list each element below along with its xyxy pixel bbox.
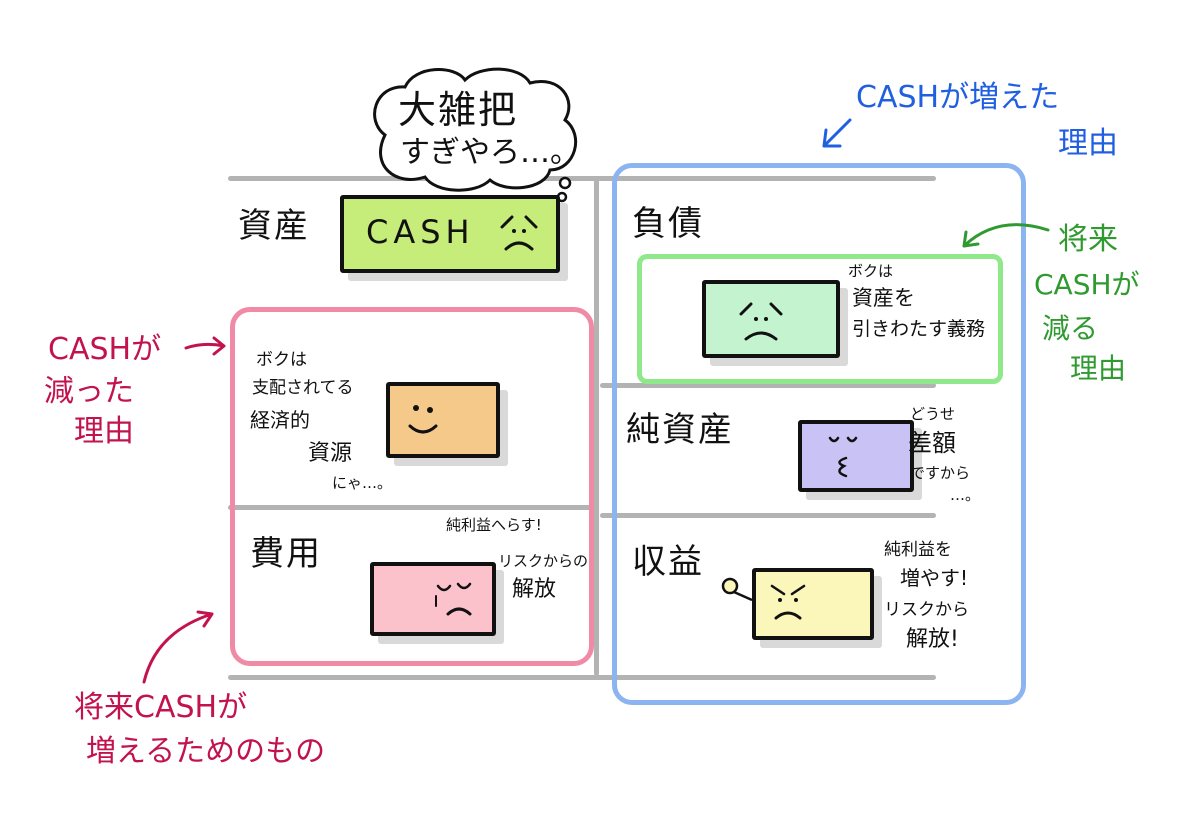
arrow-icon: [962, 223, 1050, 248]
expenses-note-top: 純利益へらす!: [446, 516, 542, 534]
arrow-icon: [142, 610, 214, 684]
resource-note-4: 資源: [308, 441, 353, 466]
cash-decreased-2: 減った: [44, 374, 134, 409]
grid-line-center: [594, 176, 599, 676]
grid-line-bottom: [228, 675, 936, 680]
arrow-icon: [184, 336, 226, 356]
sad-face-icon: [435, 582, 472, 616]
credit-side-frame: [612, 163, 1026, 705]
future-cash-decrease-2: CASHが: [1034, 268, 1140, 301]
determined-face-icon: [770, 584, 806, 620]
assets-label: 資産: [238, 206, 310, 246]
liability-note-1: ボクは: [848, 262, 894, 280]
grid-line-right-mid1: [600, 383, 936, 388]
future-cash-decrease-4: 理由: [1070, 352, 1127, 385]
revenue-label: 収益: [632, 542, 704, 582]
thought-bubble-line2: すぎやろ…。: [400, 135, 580, 170]
fist-icon: [721, 577, 753, 602]
net-assets-label: 純資産: [626, 410, 734, 450]
net-assets-note-2: 差額: [908, 429, 956, 457]
net-assets-note-1: どうせ: [910, 405, 956, 423]
future-cash-increase-1: 将来CASHが: [74, 690, 248, 725]
worried-face-icon: [500, 215, 538, 251]
resource-note-1: ボクは: [256, 350, 307, 370]
revenue-note-2: 増やす!: [900, 566, 969, 590]
cash-decreased-3: 理由: [74, 414, 134, 449]
cash-decreased-1: CASHが: [48, 332, 162, 367]
debit-future-frame: [230, 307, 594, 666]
liability-note-3: 引きわたす義務: [852, 318, 986, 340]
revenue-card: [752, 568, 874, 640]
worried-face-icon: [739, 302, 783, 341]
happy-face-icon: [408, 405, 438, 434]
net-assets-note-4: …。: [950, 486, 981, 504]
expenses-card: [370, 562, 496, 636]
grid-line-left-mid: [228, 505, 594, 510]
revenue-note-4: 解放!: [906, 627, 959, 652]
future-cash-decrease-3: 減る: [1042, 312, 1099, 345]
resource-note-5: にゃ…。: [332, 474, 393, 492]
resource-card: [386, 382, 500, 458]
cash-increased-annotation-1: CASHが増えた: [856, 80, 1060, 115]
smug-face-icon: [828, 436, 858, 478]
liability-card: [702, 280, 840, 358]
liability-note-2: 資産を: [852, 286, 915, 310]
thought-bubble: [373, 67, 578, 203]
future-cash-increase-2: 増えるためのもの: [86, 734, 326, 769]
future-cash-decrease-1: 将来: [1058, 222, 1118, 257]
revenue-note-3: リスクから: [884, 600, 969, 620]
net-assets-card: [798, 420, 914, 492]
resource-note-2: 支配されてる: [252, 378, 354, 398]
grid-line-top: [228, 176, 936, 181]
arrow-icon: [822, 118, 852, 148]
revenue-note-1: 純利益を: [884, 540, 952, 560]
expenses-label: 費用: [250, 534, 322, 574]
liability-highlight-frame: [637, 254, 1003, 384]
expenses-note-1: リスクからの: [498, 552, 589, 570]
thought-bubble-line1: 大雑把: [398, 88, 519, 132]
grid-line-right-mid2: [600, 513, 936, 518]
net-assets-note-3: ですから: [910, 464, 971, 482]
cash-increased-annotation-2: 理由: [1058, 126, 1118, 161]
liabilities-label: 負債: [632, 204, 704, 244]
resource-note-3: 経済的: [250, 408, 310, 432]
cash-card-text: CASH: [366, 213, 475, 251]
cash-card: CASH: [340, 195, 560, 273]
expenses-note-2: 解放: [512, 577, 557, 602]
